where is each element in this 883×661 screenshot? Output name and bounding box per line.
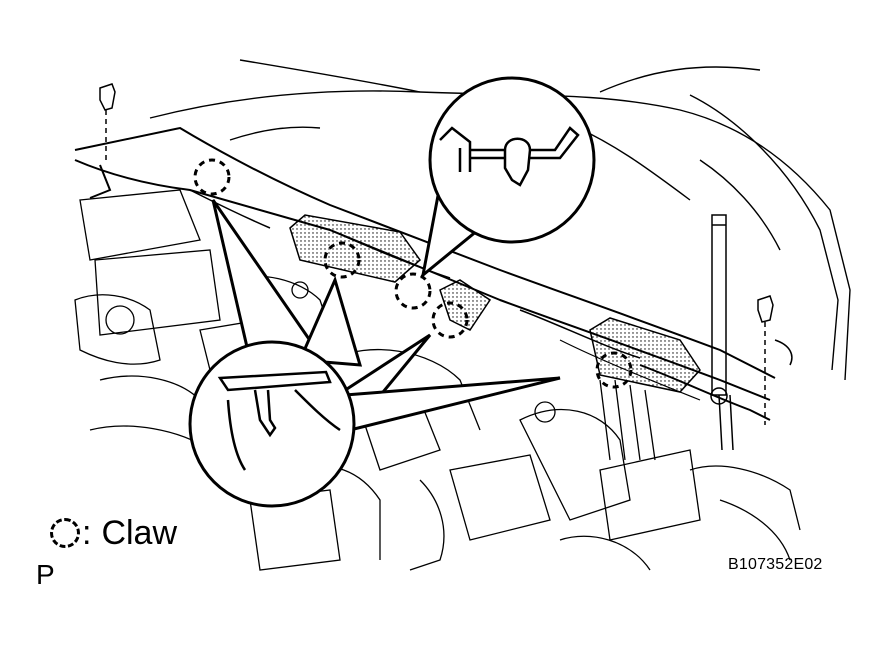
claw-marker (431, 301, 469, 339)
figure-code: B107352E02 (728, 556, 823, 573)
claw-marker (595, 351, 633, 389)
legend-colon: : (82, 514, 92, 552)
claw-marker (394, 272, 432, 310)
claw-marker (193, 158, 231, 196)
dashed-circle-icon (50, 518, 80, 548)
view-letter: P (36, 559, 55, 590)
legend: : Claw (50, 516, 177, 550)
cowl-seal-panels (289, 214, 701, 393)
claw-markers (193, 158, 633, 389)
detail-callout-top (420, 76, 596, 279)
claw-marker (323, 241, 361, 279)
clip-fasteners (99, 83, 793, 425)
detail-callout-bottom (188, 199, 561, 508)
legend-label: Claw (101, 514, 178, 552)
hood-support-rod (710, 214, 734, 451)
